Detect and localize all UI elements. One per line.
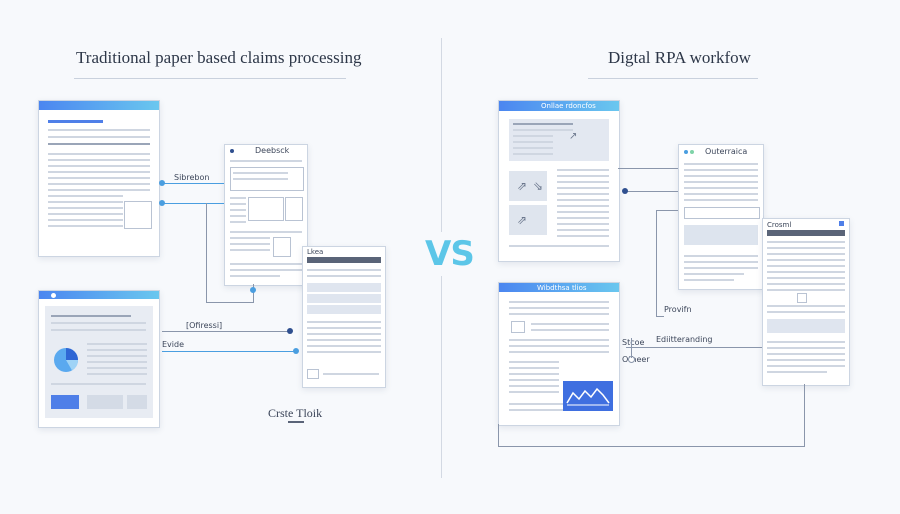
right-title: Digtal RPA workfow [608, 48, 751, 67]
connector-dot [287, 328, 293, 334]
connector-line [804, 384, 805, 447]
connector-line [253, 284, 254, 302]
label-otheer: Otheer [622, 355, 650, 364]
connector-line [162, 351, 296, 352]
right-title-rule [588, 78, 758, 79]
connector-line [162, 203, 224, 204]
right-digital-form-d: Wibdthsa tlios [498, 282, 620, 426]
left-title-rule [74, 78, 346, 79]
label-ediitteranding: Ediitteranding [656, 335, 713, 344]
left-paper-form-c: Lkea [302, 246, 386, 388]
connector-dot [250, 287, 256, 293]
connector-line [162, 331, 290, 332]
doc-header-bar [39, 291, 159, 299]
label-ofiressi: [Ofiressi] [186, 321, 223, 330]
connector-line [656, 210, 678, 211]
label-sibrebon: Sibrebon [174, 173, 210, 182]
label-provifn: Provifn [664, 305, 692, 314]
right-digital-form-c: Crosml [762, 218, 850, 386]
left-paper-form-d [38, 290, 160, 428]
label-evide: Evide [162, 340, 185, 349]
connector-line [206, 302, 254, 303]
connector-line [618, 168, 678, 169]
pie-chart-icon [54, 348, 78, 372]
vs-label: VS [425, 232, 475, 276]
connector-dot [622, 188, 628, 194]
connector-line [626, 191, 678, 192]
doc-c-title: Lkea [307, 248, 324, 256]
doc-d-title: Wibdthsa tlios [537, 284, 587, 292]
doc-c-title: Crosml [767, 221, 792, 229]
footer-mark [288, 421, 304, 423]
connector-dot [159, 180, 165, 186]
connector-line [162, 183, 224, 184]
doc-b-title: Outerraica [705, 147, 748, 156]
connector-dot [293, 348, 299, 354]
connector-line [631, 338, 632, 358]
image-icon [511, 321, 525, 333]
left-paper-form-b: Deebsck [224, 144, 308, 286]
connector-line [626, 347, 762, 348]
left-paper-form-a [38, 100, 160, 257]
connector-line [498, 446, 804, 447]
connector-line [656, 210, 657, 316]
doc-a-title: Onllae rdoncfos [541, 102, 596, 110]
connector-dot [159, 200, 165, 206]
left-title: Traditional paper based claims processin… [76, 48, 362, 67]
doc-b-title: Deebsck [255, 146, 290, 155]
connector-line [206, 203, 207, 303]
doc-header-bar [39, 101, 159, 110]
label-stcoe: Stcoe [622, 338, 645, 347]
line-chart-icon [563, 381, 613, 411]
left-footer-caption: Crste Tloik [268, 406, 323, 420]
connector-line [656, 316, 664, 317]
connector-line [498, 424, 499, 446]
right-digital-form-a: Onllae rdoncfos ↗ ⇗ ⇘ ⇗ [498, 100, 620, 262]
right-digital-form-b: Outerraica [678, 144, 764, 290]
